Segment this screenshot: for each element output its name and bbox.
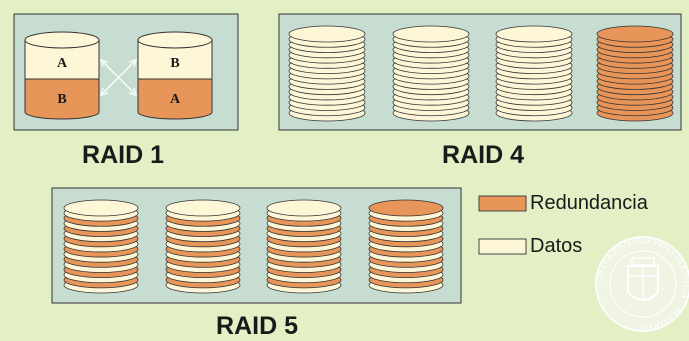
raid1-left-top-letter: A — [57, 56, 68, 71]
raid5-disks — [63, 199, 444, 294]
legend-redundancy-swatch — [478, 195, 527, 212]
raid1-right-bottom-letter: A — [170, 92, 181, 107]
mirror-arrows-icon — [100, 59, 137, 96]
raid1-label: RAID 1 — [82, 141, 164, 169]
raid1-disk-left: A B — [24, 31, 100, 120]
raid5-disk-3 — [266, 199, 342, 294]
raid4-disk-4 — [596, 25, 674, 122]
raid1-left-bottom-letter: B — [57, 92, 66, 107]
raid4-disk-3 — [495, 25, 573, 122]
raid4-label: RAID 4 — [442, 141, 524, 169]
raid5-disk-4 — [368, 199, 444, 294]
raid4-disk-2 — [392, 25, 470, 122]
legend-data-label: Datos — [530, 235, 582, 257]
raid1-right-top-letter: B — [170, 56, 179, 71]
raid5-label: RAID 5 — [216, 312, 298, 340]
raid5-disk-1 — [63, 199, 139, 294]
raid5-disk-2 — [165, 199, 241, 294]
raid4-disk-1 — [288, 25, 366, 122]
legend-data-swatch — [478, 238, 527, 255]
raid4-disks — [288, 25, 674, 122]
raid1-disk-right: B A — [137, 31, 213, 120]
legend-redundancy-label: Redundancia — [530, 192, 649, 214]
university-seal-icon: UNIVERSIDAD POLITECNICA · MADRID · — [595, 236, 689, 332]
legend: Redundancia Datos — [478, 192, 649, 257]
